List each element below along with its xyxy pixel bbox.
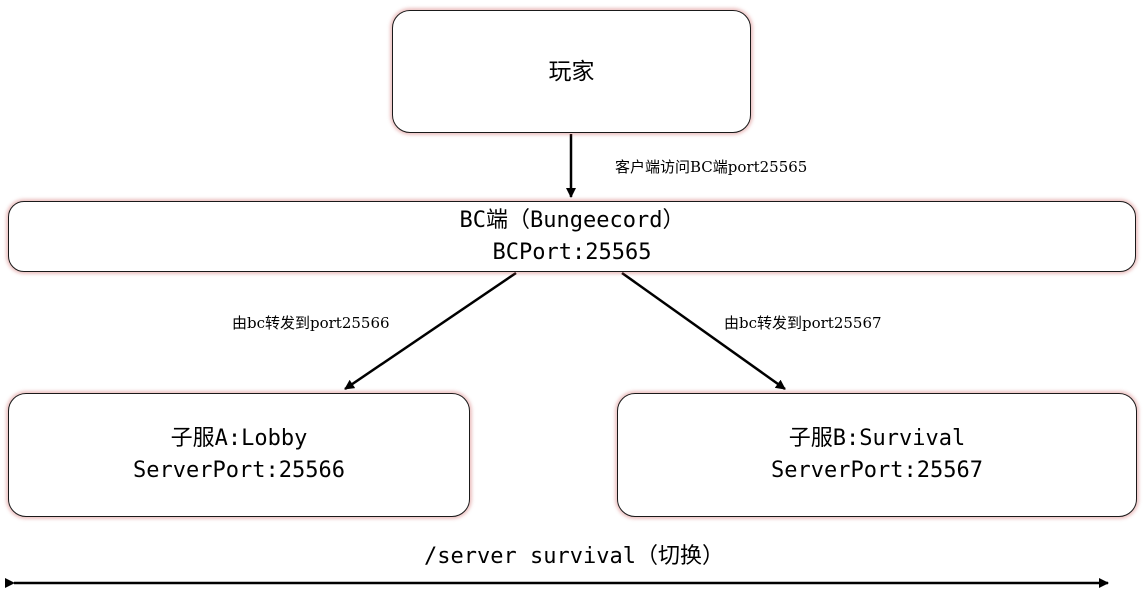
edge-label-bc-to-server-b: 由bc转发到port25567	[724, 314, 882, 332]
server-a-port: ServerPort:25566	[133, 458, 345, 483]
arrow-bc-to-server-b	[621, 271, 786, 391]
server-b-title: 子服B:Survival	[788, 426, 966, 451]
edge-label-player-to-bc: 客户端访问BC端port25565	[615, 158, 808, 176]
bungeecord-title: BC端（Bungeecord）	[459, 207, 685, 233]
server-b-node: 子服B:Survival ServerPort:25567	[617, 393, 1137, 517]
player-label: 玩家	[548, 58, 595, 85]
player-node: 玩家	[392, 10, 751, 133]
arrow-bc-to-server-a	[344, 271, 517, 391]
switch-command-label: /server survival（切换）	[424, 544, 724, 569]
server-a-title: 子服A:Lobby	[170, 426, 308, 451]
server-a-node: 子服A:Lobby ServerPort:25566	[8, 393, 470, 517]
edge-label-bc-to-server-a: 由bc转发到port25566	[232, 314, 390, 332]
bungeecord-port: BCPort:25565	[492, 239, 652, 265]
bungeecord-node: BC端（Bungeecord） BCPort:25565	[8, 201, 1136, 272]
server-b-port: ServerPort:25567	[771, 458, 983, 483]
